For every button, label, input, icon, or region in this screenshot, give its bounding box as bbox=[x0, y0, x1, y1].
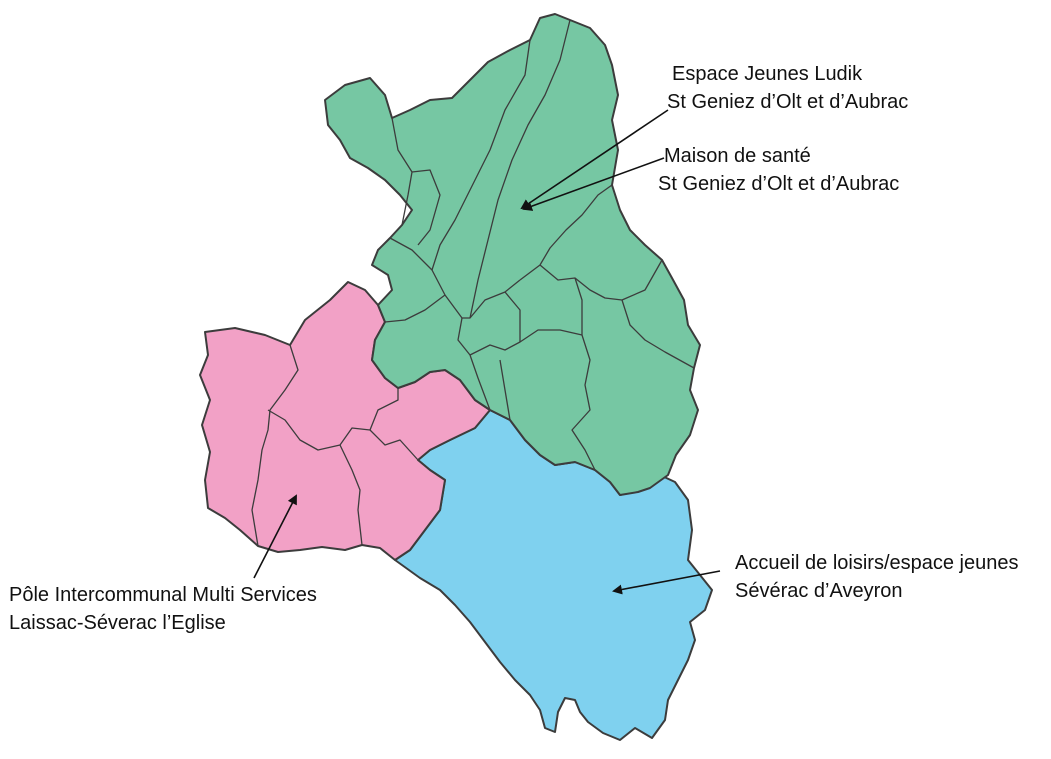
commune-boundary bbox=[539, 259, 663, 301]
label-line: Pôle Intercommunal Multi Services bbox=[9, 584, 317, 606]
commune-boundary bbox=[339, 444, 363, 546]
commune-boundary bbox=[384, 294, 446, 323]
label-pole-intercommunal: Pôle Intercommunal Multi Services Laissa… bbox=[9, 581, 317, 637]
arrow-espace-jeunes bbox=[520, 109, 669, 210]
commune-boundary bbox=[251, 344, 299, 547]
label-line: Maison de santé bbox=[664, 145, 811, 167]
commune-boundary bbox=[504, 291, 521, 342]
commune-boundary bbox=[499, 359, 511, 421]
commune-boundary bbox=[469, 19, 571, 319]
arrow-accueil-loisirs bbox=[612, 570, 721, 595]
commune-boundary bbox=[267, 409, 419, 461]
commune-boundary bbox=[621, 299, 695, 369]
label-line: Accueil de loisirs/espace jeunes bbox=[735, 552, 1019, 574]
commune-boundary bbox=[369, 388, 399, 431]
commune-boundary bbox=[571, 277, 596, 471]
label-maison-sante: Maison de santé St Geniez d’Olt et d’Aub… bbox=[658, 142, 899, 198]
label-line: St Geniez d’Olt et d’Aubrac bbox=[667, 91, 909, 113]
commune-boundary bbox=[411, 169, 441, 246]
north-region bbox=[324, 13, 701, 496]
label-line: Sévérac d’Aveyron bbox=[735, 580, 903, 602]
arrow-pole-intercommunal bbox=[253, 494, 297, 579]
label-line: St Geniez d’Olt et d’Aubrac bbox=[658, 173, 900, 195]
label-line: Espace Jeunes Ludik bbox=[672, 63, 863, 85]
label-espace-jeunes: Espace Jeunes Ludik St Geniez d’Olt et d… bbox=[667, 60, 908, 116]
arrow-maison-sante bbox=[522, 157, 665, 211]
commune-boundary bbox=[431, 39, 531, 271]
label-accueil-loisirs: Accueil de loisirs/espace jeunes Sévérac… bbox=[735, 549, 1019, 605]
label-line: Laissac-Séverac l’Eglise bbox=[9, 612, 226, 634]
